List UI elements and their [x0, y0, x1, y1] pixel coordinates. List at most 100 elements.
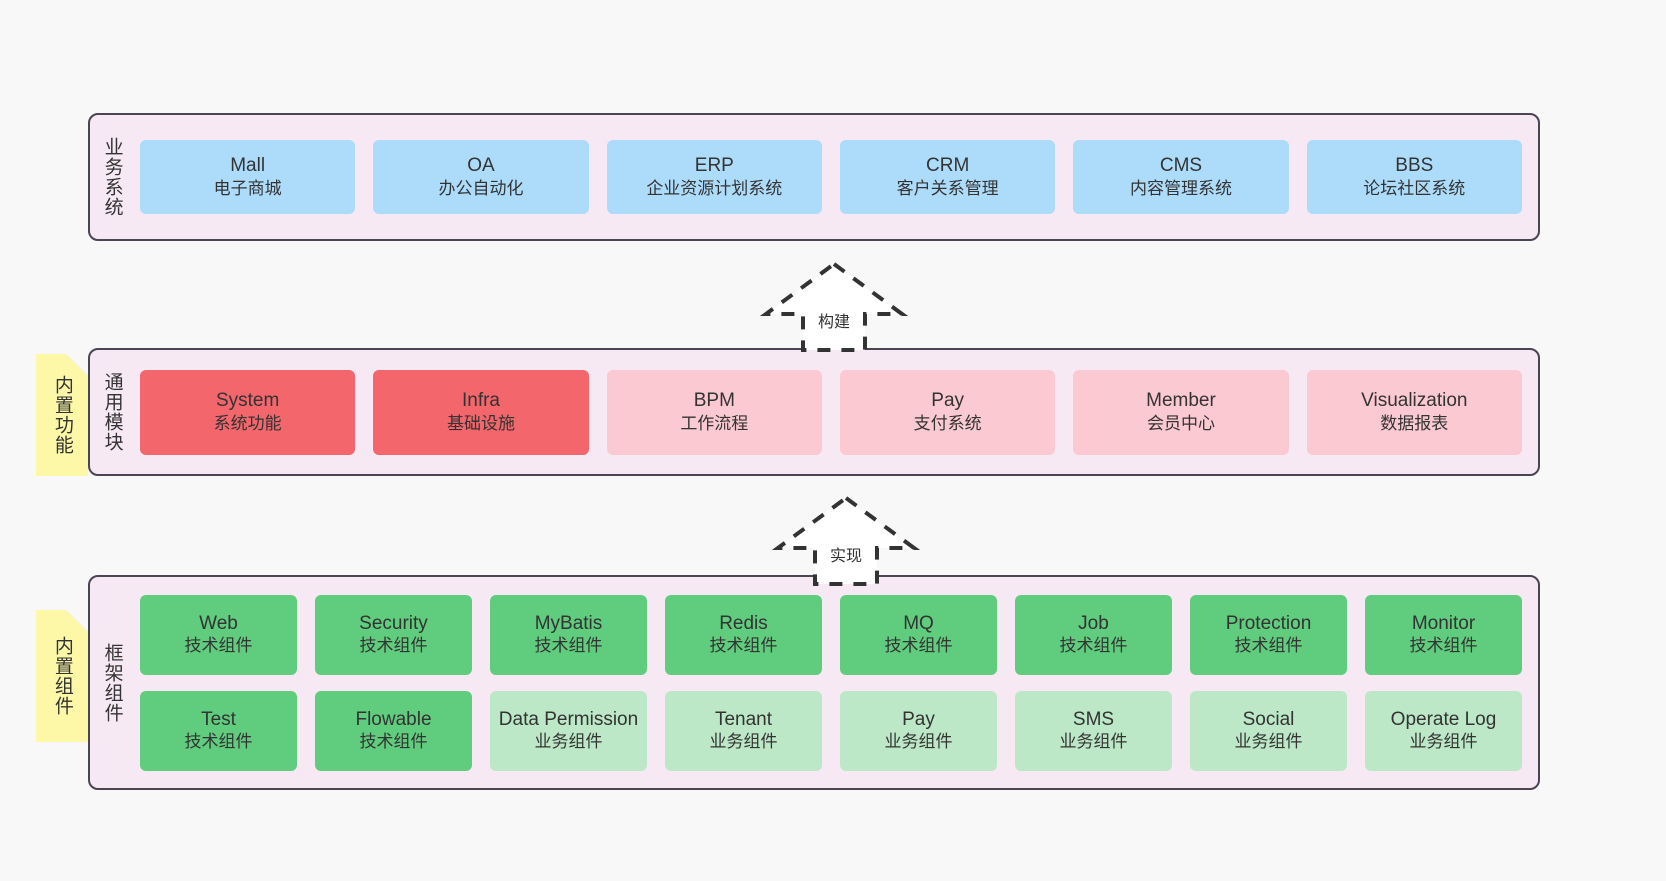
- card-subtitle: 业务组件: [1234, 732, 1303, 752]
- card-subtitle: 技术组件: [1234, 636, 1303, 656]
- card-pay-module[interactable]: Pay 支付系统: [839, 369, 1056, 455]
- card-subtitle: 会员中心: [1146, 413, 1215, 433]
- card-operate-log[interactable]: Operate Log 业务组件: [1365, 690, 1522, 771]
- card-subtitle: 技术组件: [884, 636, 953, 656]
- card-member[interactable]: Member 会员中心: [1073, 369, 1289, 455]
- card-web[interactable]: Web 技术组件: [140, 594, 297, 675]
- card-subtitle: 论坛社区系统: [1363, 178, 1466, 198]
- note-label: 内置功能: [51, 375, 73, 455]
- card-subtitle: 技术组件: [359, 636, 428, 656]
- card-erp[interactable]: ERP 企业资源计划系统: [606, 140, 822, 214]
- card-mall[interactable]: Mall 电子商城: [140, 140, 356, 214]
- modules-card-row: System 系统功能 Infra 基础设施 BPM 工作流程 Pay 支付系统…: [140, 369, 1522, 455]
- card-title: BBS: [1395, 155, 1434, 177]
- card-social[interactable]: Social 业务组件: [1190, 690, 1347, 771]
- card-subtitle: 业务组件: [534, 732, 603, 752]
- note-built-in-components: 内置组件: [36, 610, 88, 742]
- layer-framework-title: 框架组件: [101, 642, 123, 723]
- card-subtitle: 系统功能: [213, 413, 282, 433]
- card-oa[interactable]: OA 办公自动化: [373, 140, 589, 214]
- card-title: Monitor: [1411, 612, 1476, 634]
- card-infra[interactable]: Infra 基础设施: [373, 369, 589, 455]
- card-subtitle: 办公自动化: [438, 178, 524, 198]
- card-title: BPM: [693, 390, 735, 412]
- card-subtitle: 基础设施: [446, 413, 515, 433]
- card-subtitle: 技术组件: [1059, 636, 1128, 656]
- card-security[interactable]: Security 技术组件: [315, 594, 472, 675]
- card-title: CRM: [926, 155, 970, 177]
- card-title: Tenant: [714, 708, 773, 730]
- layer-business-systems: 业务系统 Mall 电子商城 OA 办公自动化 ERP 企业资源计划系统 CRM…: [88, 113, 1540, 241]
- card-title: Job: [1078, 612, 1109, 634]
- layer-modules-title: 通用模块: [101, 372, 123, 452]
- card-subtitle: 业务组件: [1409, 732, 1478, 752]
- layer-modules-body: System 系统功能 Infra 基础设施 BPM 工作流程 Pay 支付系统…: [134, 350, 1538, 474]
- card-test[interactable]: Test 技术组件: [140, 690, 297, 771]
- card-crm[interactable]: CRM 客户关系管理: [839, 140, 1056, 214]
- card-flowable[interactable]: Flowable 技术组件: [315, 690, 472, 771]
- card-subtitle: 客户关系管理: [896, 178, 999, 198]
- card-subtitle: 内容管理系统: [1129, 178, 1232, 198]
- card-subtitle: 工作流程: [680, 413, 749, 433]
- card-title: Redis: [719, 612, 768, 634]
- card-title: MQ: [903, 612, 934, 634]
- card-sms[interactable]: SMS 业务组件: [1015, 690, 1172, 771]
- card-title: Protection: [1225, 612, 1312, 634]
- card-bbs[interactable]: BBS 论坛社区系统: [1306, 140, 1522, 214]
- card-title: Flowable: [355, 708, 432, 730]
- card-mq[interactable]: MQ 技术组件: [840, 594, 997, 675]
- layer-business-body: Mall 电子商城 OA 办公自动化 ERP 企业资源计划系统 CRM 客户关系…: [134, 115, 1538, 239]
- card-bpm[interactable]: BPM 工作流程: [606, 369, 822, 455]
- card-subtitle: 业务组件: [709, 732, 778, 752]
- framework-card-row-2: Test 技术组件 Flowable 技术组件 Data Permission …: [140, 690, 1522, 771]
- card-title: Visualization: [1361, 390, 1468, 412]
- arrow-build: 构建: [760, 258, 908, 356]
- card-title: Data Permission: [498, 708, 639, 730]
- card-visualization[interactable]: Visualization 数据报表: [1306, 369, 1522, 455]
- card-title: Security: [359, 612, 428, 634]
- card-subtitle: 技术组件: [184, 732, 253, 752]
- card-title: CMS: [1159, 155, 1203, 177]
- card-title: MyBatis: [534, 612, 603, 634]
- arrow-implement: 实现: [772, 492, 920, 590]
- card-system[interactable]: System 系统功能: [140, 369, 356, 455]
- card-redis[interactable]: Redis 技术组件: [665, 594, 822, 675]
- business-card-row: Mall 电子商城 OA 办公自动化 ERP 企业资源计划系统 CRM 客户关系…: [140, 140, 1522, 214]
- card-title: Social: [1242, 708, 1295, 730]
- layer-business-title: 业务系统: [101, 137, 123, 217]
- card-title: OA: [467, 155, 495, 177]
- card-title: Web: [199, 612, 238, 634]
- card-subtitle: 企业资源计划系统: [646, 178, 783, 198]
- card-title: Mall: [230, 155, 266, 177]
- note-built-in-functions: 内置功能: [36, 354, 88, 476]
- card-title: Test: [201, 708, 236, 730]
- card-tenant[interactable]: Tenant 业务组件: [665, 690, 822, 771]
- card-title: Pay: [931, 390, 965, 412]
- card-title: Infra: [461, 390, 500, 412]
- card-pay-component[interactable]: Pay 业务组件: [840, 690, 997, 771]
- card-cms[interactable]: CMS 内容管理系统: [1073, 140, 1289, 214]
- card-subtitle: 技术组件: [534, 636, 603, 656]
- card-monitor[interactable]: Monitor 技术组件: [1365, 594, 1522, 675]
- card-title: ERP: [694, 155, 734, 177]
- card-subtitle: 业务组件: [1059, 732, 1128, 752]
- card-subtitle: 数据报表: [1380, 413, 1449, 433]
- card-title: Member: [1146, 390, 1216, 412]
- card-subtitle: 业务组件: [884, 732, 953, 752]
- card-subtitle: 技术组件: [709, 636, 778, 656]
- card-subtitle: 技术组件: [1409, 636, 1478, 656]
- layer-framework-body: Web 技术组件 Security 技术组件 MyBatis 技术组件 Redi…: [134, 577, 1538, 788]
- card-title: System: [215, 390, 280, 412]
- layer-common-modules: 通用模块 System 系统功能 Infra 基础设施 BPM 工作流程 Pay…: [88, 348, 1540, 476]
- card-subtitle: 技术组件: [359, 732, 428, 752]
- card-data-permission[interactable]: Data Permission 业务组件: [490, 690, 647, 771]
- card-title: SMS: [1072, 708, 1115, 730]
- card-subtitle: 电子商城: [213, 178, 282, 198]
- card-title: Operate Log: [1390, 708, 1497, 730]
- card-mybatis[interactable]: MyBatis 技术组件: [490, 594, 647, 675]
- card-subtitle: 技术组件: [184, 636, 253, 656]
- card-title: Pay: [902, 708, 935, 730]
- card-protection[interactable]: Protection 技术组件: [1190, 594, 1347, 675]
- card-job[interactable]: Job 技术组件: [1015, 594, 1172, 675]
- layer-framework-components: 框架组件 Web 技术组件 Security 技术组件 MyBatis 技术组件…: [88, 575, 1540, 790]
